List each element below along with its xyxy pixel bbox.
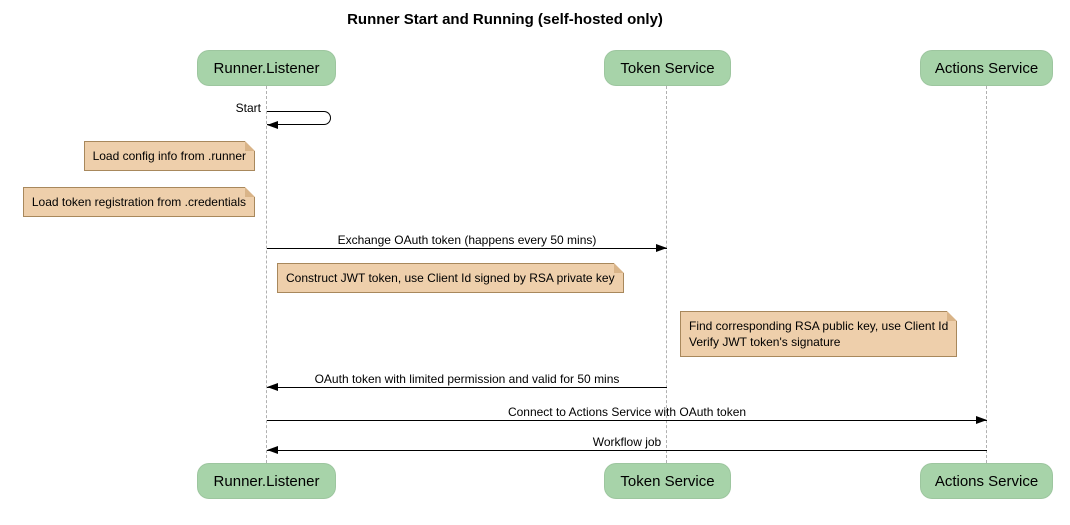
arrowhead-left-icon [267,446,987,454]
participant-label: Actions Service [934,59,1039,77]
participant-runner-listener-bottom: Runner.Listener [197,463,336,499]
message-connect-actions: Connect to Actions Service with OAuth to… [267,405,987,424]
note-verify-jwt: Find corresponding RSA public key, use C… [680,311,958,357]
participant-actions-service-top: Actions Service [920,50,1053,86]
message-label: Connect to Actions Service with OAuth to… [507,405,747,419]
participant-label: Runner.Listener [213,59,320,77]
message-oauth-return: OAuth token with limited permission and … [267,372,667,391]
message-label: Workflow job [592,435,662,449]
participant-label: Token Service [620,59,715,77]
note-text: Construct JWT token, use Client Id signe… [286,271,615,285]
note-construct-jwt: Construct JWT token, use Client Id signe… [277,263,624,293]
diagram-title: Runner Start and Running (self-hosted on… [347,11,663,28]
message-label: OAuth token with limited permission and … [314,372,620,386]
arrowhead-left-icon [267,383,667,391]
note-load-token: Load token registration from .credential… [22,187,256,217]
message-label: Exchange OAuth token (happens every 50 m… [337,233,597,247]
arrowhead-right-icon [267,244,667,252]
participant-label: Actions Service [934,472,1039,490]
note-text: Load config info from .runner [92,149,246,163]
message-workflow-job: Workflow job [267,435,987,454]
note-text: Load token registration from .credential… [31,195,246,209]
message-start-loop [267,111,331,125]
note-text-line2: Verify JWT token's signature [689,335,841,349]
participant-actions-service-bottom: Actions Service [920,463,1053,499]
lifeline-actions-service [986,86,987,463]
lifeline-token-service [666,86,667,463]
participant-label: Runner.Listener [213,472,320,490]
arrowhead-right-icon [267,416,987,424]
participant-token-service-bottom: Token Service [604,463,731,499]
note-load-config: Load config info from .runner [83,141,256,171]
participant-token-service-top: Token Service [604,50,731,86]
participant-runner-listener-top: Runner.Listener [197,50,336,86]
message-exchange-oauth: Exchange OAuth token (happens every 50 m… [267,233,667,252]
arrowhead-left-icon [267,121,278,129]
participant-label: Token Service [620,472,715,490]
note-text-line1: Find corresponding RSA public key, use C… [689,319,949,333]
message-start-label: Start [235,101,261,115]
lifeline-runner-listener [266,86,267,463]
